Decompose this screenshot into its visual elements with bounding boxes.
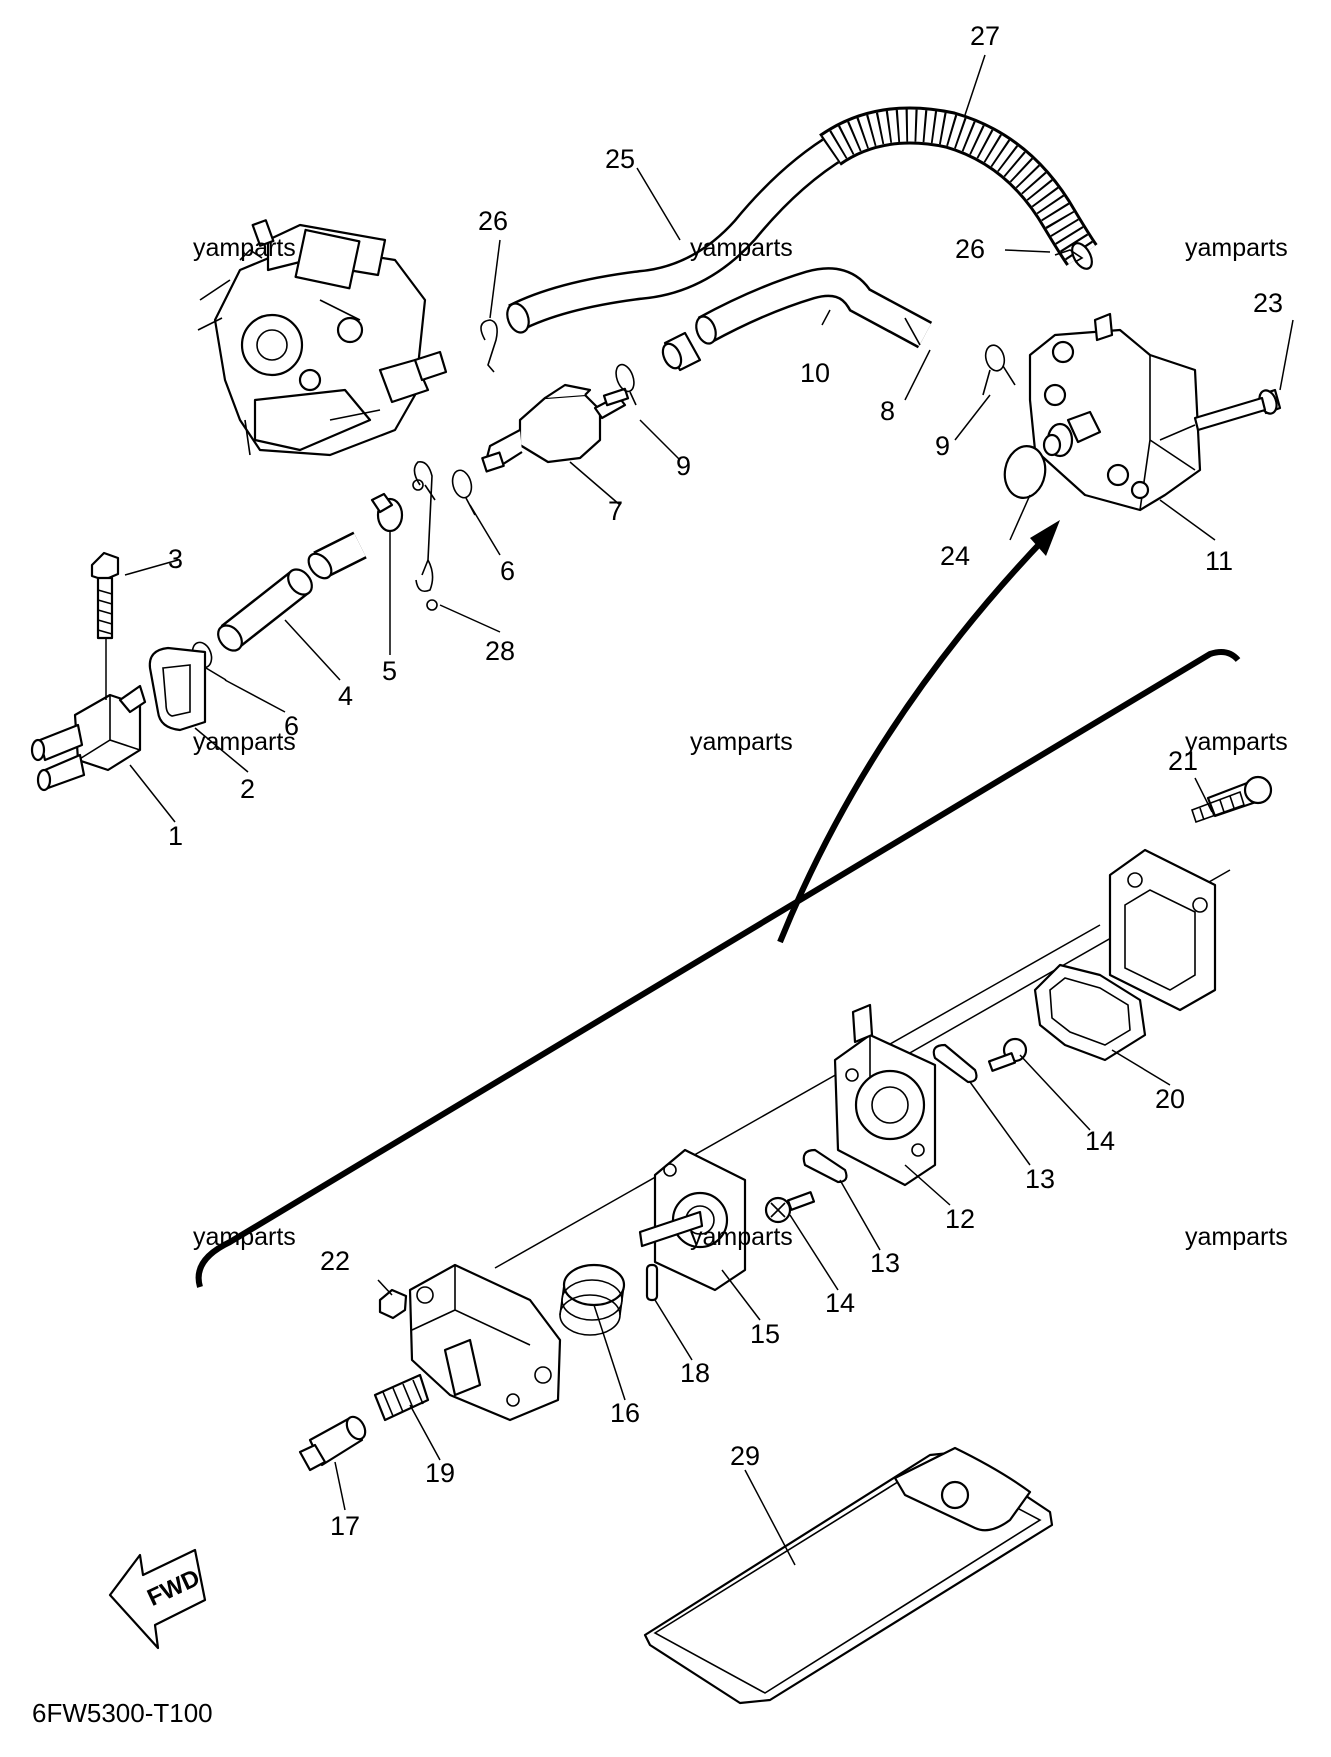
- callout-25: 25: [605, 144, 635, 174]
- fuel-hose-10-8: [661, 267, 933, 372]
- callout-14-upper: 14: [1085, 1126, 1115, 1156]
- callout-17: 17: [330, 1511, 360, 1541]
- spring-19: [373, 1373, 430, 1422]
- watermarks: yamparts yamparts yamparts yamparts yamp…: [193, 234, 1288, 1251]
- callout-3: 3: [168, 544, 183, 574]
- plunger-17: [298, 1415, 367, 1472]
- callout-22: 22: [320, 1246, 350, 1276]
- callout-26-upper: 26: [478, 206, 508, 236]
- callout-19: 19: [425, 1458, 455, 1488]
- callout-9-left: 9: [676, 451, 691, 481]
- callout-28: 28: [485, 636, 515, 666]
- bolt-23: [1159, 388, 1282, 441]
- clip-9-right: [982, 344, 1016, 396]
- callout-24: 24: [940, 541, 970, 571]
- callout-8: 8: [880, 396, 895, 426]
- bolt-3: [90, 551, 120, 700]
- watermark-4: yamparts: [193, 728, 296, 756]
- diaphragm-plate-15: [638, 1148, 747, 1292]
- fuel-hose-4: [217, 531, 367, 652]
- nut-22: [378, 1288, 408, 1320]
- callout-1: 1: [168, 821, 183, 851]
- screw-14-lower: [764, 1191, 816, 1224]
- watermark-8: yamparts: [690, 1223, 793, 1251]
- clip-26-upper: [480, 319, 498, 373]
- diagram-code: 6FW5300-T100: [32, 1698, 213, 1728]
- hose-clamp-5: [370, 492, 404, 533]
- callout-13-lower: 13: [870, 1248, 900, 1278]
- callout-27: 27: [970, 21, 1000, 51]
- tool-pouch-29: [643, 1446, 1054, 1705]
- pin-18: [645, 1263, 659, 1302]
- corrugated-hose-27: [819, 106, 1098, 270]
- pump-base: [408, 1263, 562, 1422]
- callout-10: 10: [800, 358, 830, 388]
- valve-13-upper: [932, 1043, 978, 1084]
- o-ring-24: [1003, 445, 1047, 499]
- pump-body-12: [833, 1003, 937, 1187]
- cover-plate: [1108, 848, 1217, 1012]
- spring-16: [559, 1263, 626, 1336]
- fuel-pump-11: [1028, 312, 1202, 512]
- clip-9-left: [615, 363, 637, 406]
- callout-11: 11: [1205, 546, 1233, 576]
- watermark-5: yamparts: [690, 728, 793, 756]
- callout-5: 5: [382, 656, 397, 686]
- callout-6-lower: 6: [284, 711, 299, 741]
- diaphragm-20: [1033, 963, 1147, 1062]
- callout-labels: 27 25 26 26 23 10 8 9 9 7 24 11 6 3 28 5…: [168, 21, 1283, 1541]
- callout-26-right: 26: [955, 234, 985, 264]
- watermark-7: yamparts: [193, 1223, 296, 1251]
- callout-21: 21: [1168, 746, 1198, 776]
- callout-9-right: 9: [935, 431, 950, 461]
- callout-18: 18: [680, 1358, 710, 1388]
- callout-20: 20: [1155, 1084, 1185, 1114]
- callout-15: 15: [750, 1319, 780, 1349]
- callout-16: 16: [610, 1398, 640, 1428]
- section-divider: [195, 520, 1241, 1288]
- callout-7: 7: [608, 496, 623, 526]
- watermark-6: yamparts: [1185, 728, 1288, 756]
- fuel-joint-1: [30, 684, 147, 792]
- callout-29: 29: [730, 1441, 760, 1471]
- gasket-2: [148, 646, 207, 732]
- callout-6-upper: 6: [500, 556, 515, 586]
- watermark-2: yamparts: [690, 234, 793, 262]
- fuel-filter-7: [481, 383, 630, 473]
- clip-26-right: [1054, 249, 1084, 263]
- callout-4: 4: [338, 681, 353, 711]
- leader-lines: [124, 54, 1294, 1566]
- fuel-hose-25: [506, 132, 848, 334]
- callout-2: 2: [240, 774, 255, 804]
- callout-14-lower: 14: [825, 1288, 855, 1318]
- watermark-1: yamparts: [193, 234, 296, 262]
- watermark-9: yamparts: [1185, 1223, 1288, 1251]
- fwd-arrow-icon: FWD: [108, 1548, 207, 1650]
- clip-strap-28: [412, 460, 438, 611]
- callout-13-upper: 13: [1025, 1164, 1055, 1194]
- valve-13-lower: [802, 1148, 848, 1184]
- bolt-21: [1190, 775, 1273, 824]
- watermark-3: yamparts: [1185, 234, 1288, 262]
- callout-23: 23: [1253, 288, 1283, 318]
- callout-12: 12: [945, 1204, 975, 1234]
- carburetor-assembly: [197, 219, 448, 457]
